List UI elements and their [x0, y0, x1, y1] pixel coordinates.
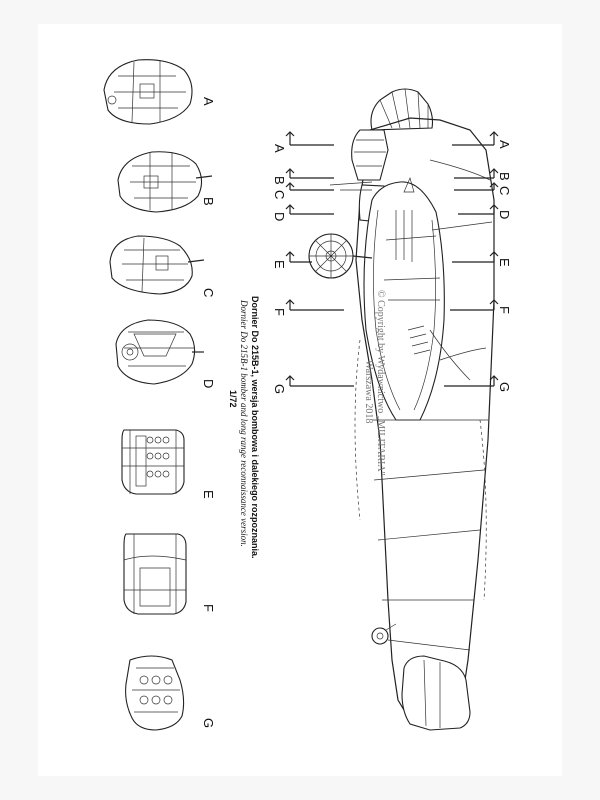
cross-section-b — [117, 151, 213, 213]
cross-section-f — [123, 533, 187, 615]
cross-section-e — [121, 429, 185, 495]
cross-section-label: F — [201, 604, 216, 612]
cross-section-labels: A B C D E F G — [201, 97, 216, 728]
caption-polish: Dornier Do 215B-1, wersja bombowa i dale… — [250, 296, 260, 559]
station-label-left: E — [272, 260, 287, 269]
station-label-right: F — [497, 306, 512, 314]
cross-section-label: C — [201, 288, 216, 297]
cross-section-label: E — [201, 490, 216, 499]
cross-section-c — [109, 235, 205, 295]
station-label-left: D — [272, 212, 287, 221]
station-label-left: F — [272, 308, 287, 316]
station-label-right: A — [497, 140, 512, 149]
cross-section-a — [103, 59, 193, 125]
fuselage-side-view — [308, 88, 495, 731]
caption: Dornier Do 215B-1, wersja bombowa i dale… — [228, 296, 260, 559]
cross-section-label: B — [201, 197, 216, 206]
station-label-left: B — [272, 176, 287, 185]
station-label-left: A — [272, 144, 287, 153]
watermark-line-2: Warszawa 2018 — [363, 360, 374, 423]
station-label-left: C — [272, 190, 287, 199]
watermark-line-1: © Copyright by Wydawnictwo „MILITARIA" — [375, 290, 386, 476]
station-label-right: E — [497, 258, 512, 267]
cross-section-g — [125, 655, 185, 731]
cross-section-label: A — [201, 97, 216, 106]
station-label-left: G — [272, 384, 287, 394]
cross-section-label: D — [201, 379, 216, 388]
cross-section-d — [115, 319, 204, 385]
caption-english: Dornier Do 215B-1 bomber and long range … — [239, 299, 249, 547]
section-indicators — [285, 131, 499, 387]
copyright-watermark: © Copyright by Wydawnictwo „MILITARIA" W… — [363, 290, 386, 476]
cross-section-label: G — [201, 718, 216, 728]
station-label-right: G — [497, 382, 512, 392]
station-labels-left: A B C D E F G — [272, 144, 287, 394]
station-label-right: C — [497, 186, 512, 195]
station-label-right: D — [497, 210, 512, 219]
station-label-right: B — [497, 172, 512, 181]
drawing-sheet — [38, 24, 562, 776]
station-labels-right: A B C D E F G — [497, 140, 512, 392]
caption-scale: 1/72 — [228, 390, 238, 408]
